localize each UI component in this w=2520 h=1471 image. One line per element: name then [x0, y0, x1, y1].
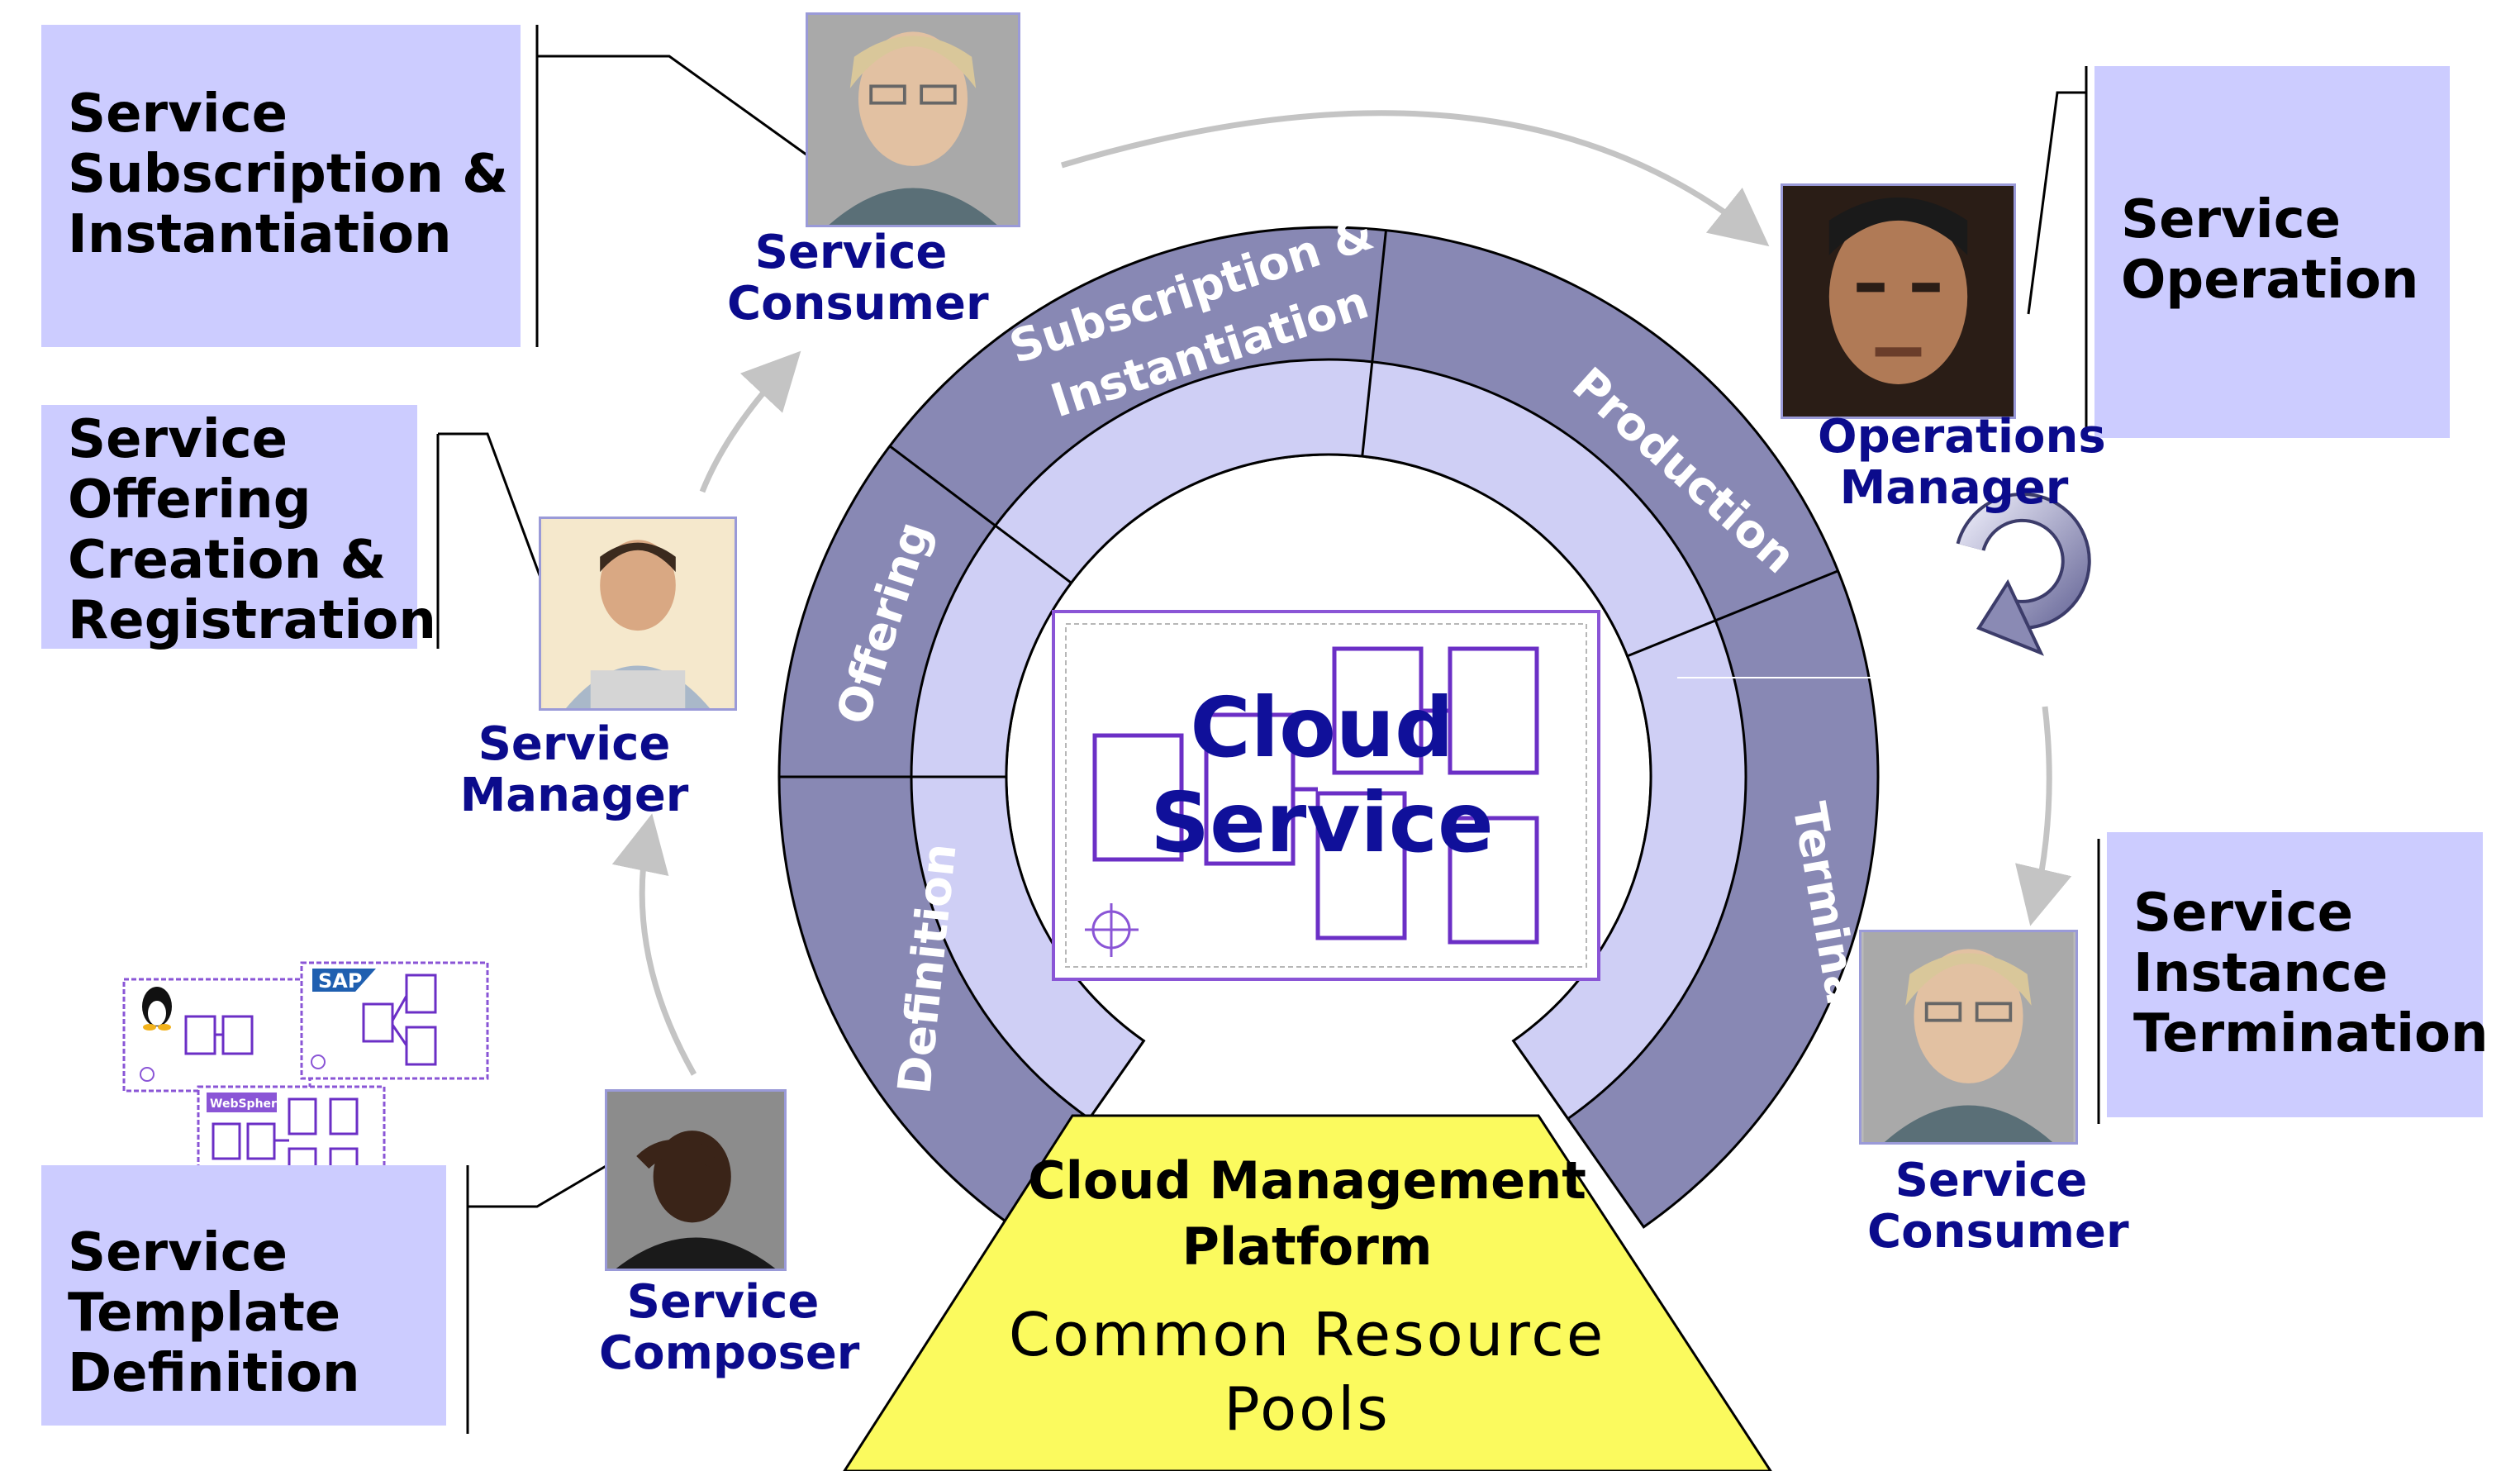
component-box — [1315, 791, 1407, 940]
sap-logo-icon — [312, 969, 376, 992]
box-line: Registration — [68, 590, 436, 651]
management-platform: Cloud Management Platform Common Resourc… — [843, 1114, 1772, 1471]
crosshair-icon — [1085, 903, 1139, 957]
role-line: Service — [1895, 1154, 2088, 1207]
role-line: Manager — [1839, 461, 2069, 515]
role-label-operations-manager: Operations Manager — [1818, 410, 2106, 515]
platform-subtitle-1: Common Resource — [1009, 1300, 1605, 1369]
ring-divider-line — [1627, 569, 1839, 658]
role-line: Operations — [1818, 410, 2106, 464]
avatar-service-manager — [539, 517, 737, 711]
connector-lines — [436, 25, 2100, 1434]
box-service-operation: Service Operation — [2094, 66, 2450, 438]
box-line: Instance — [2133, 943, 2389, 1004]
websphere-logo-text: WebSphere — [210, 1097, 284, 1111]
role-line: Consumer — [1867, 1205, 2129, 1259]
box-template-definition: Service Template Definition — [41, 1165, 446, 1426]
role-line: Consumer — [727, 277, 989, 331]
arrow-to-operations — [1060, 110, 1770, 247]
box-instance-termination: Service Instance Termination — [2107, 832, 2489, 1117]
role-line: Manager — [459, 769, 689, 822]
avatar-service-consumer-bottom — [1859, 930, 2078, 1145]
websphere-logo-icon — [207, 1093, 277, 1112]
role-label-service-consumer-bottom: Service Consumer — [1867, 1154, 2129, 1259]
arrow-to-manager — [611, 813, 697, 1076]
arrow-to-termination — [2015, 706, 2072, 926]
component-box — [1092, 733, 1184, 862]
box-line: Service — [68, 409, 288, 470]
component-box — [1448, 816, 1539, 945]
box-offering-registration: Service Offering Creation & Registration — [41, 405, 436, 651]
ring-divider-line — [1361, 230, 1388, 457]
box-subscription-instantiation: Service Subscription & Instantiation — [41, 25, 521, 347]
template-card-linux — [122, 978, 311, 1093]
refresh-cycle-icon — [1956, 492, 2091, 656]
role-line: Composer — [599, 1326, 860, 1380]
linux-penguin-icon — [142, 987, 172, 1031]
cloud-service-title-2: Service — [1150, 774, 1494, 871]
platform-title-2: Platform — [1182, 1216, 1433, 1277]
avatar-operations-manager — [1781, 183, 2016, 419]
arrow-to-consumer — [699, 350, 801, 493]
cloud-service-panel: Cloud Service — [1052, 610, 1600, 981]
cloud-service-title-1: Cloud — [1190, 679, 1453, 776]
ring-dividers — [779, 230, 1839, 778]
box-line: Operation — [2121, 250, 2419, 311]
role-label-service-composer: Service Composer — [599, 1275, 860, 1380]
flow-arrows — [611, 110, 2072, 1076]
ring-divider-line — [889, 445, 1072, 584]
role-line: Service — [626, 1275, 820, 1329]
sap-logo-text: SAP — [318, 969, 362, 993]
role-label-service-consumer-top: Service Consumer — [727, 226, 989, 331]
box-line: Termination — [2133, 1003, 2489, 1064]
platform-title-1: Cloud Management — [1028, 1150, 1586, 1211]
box-line: Instantiation — [68, 204, 452, 265]
box-line: Definition — [68, 1343, 360, 1404]
role-label-service-manager: Service Manager — [450, 719, 698, 821]
box-line: Service — [2121, 189, 2342, 250]
ring-inner — [910, 358, 1747, 1121]
box-line: Template — [68, 1283, 341, 1344]
role-line: Service — [754, 226, 948, 279]
role-line: Service — [478, 717, 671, 771]
box-line: Offering — [68, 469, 311, 531]
avatar-service-consumer-top — [806, 12, 1020, 227]
avatar-service-composer — [605, 1089, 787, 1271]
box-line: Service — [2133, 883, 2354, 944]
box-line: Service — [68, 1222, 288, 1283]
platform-subtitle-2: Pools — [1224, 1374, 1390, 1444]
box-line: Creation & — [68, 530, 387, 591]
box-line: Service — [68, 83, 288, 145]
template-card-sap: SAP — [300, 961, 489, 1080]
box-line: Subscription & — [68, 144, 508, 205]
